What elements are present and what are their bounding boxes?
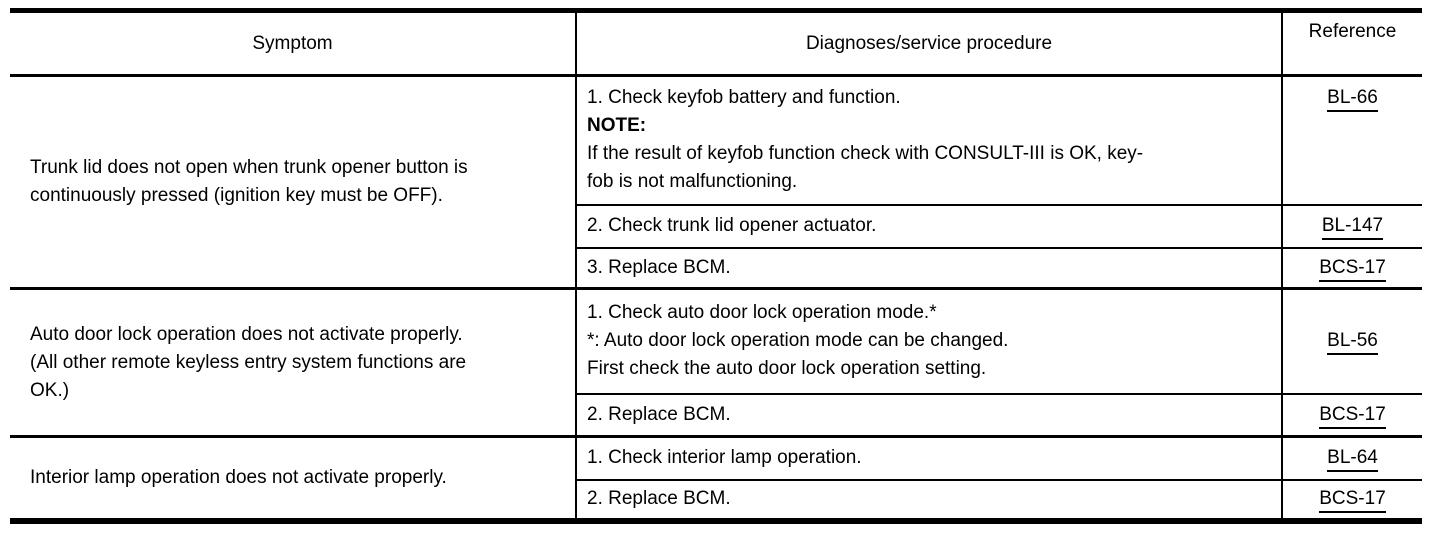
symptom-line: Auto door lock operation does not activa… <box>30 323 463 345</box>
procedure-line: 2. Replace BCM. <box>587 488 731 509</box>
procedure-cell: 1. Check keyfob battery and function. NOT… <box>575 74 1283 206</box>
procedure-cell: 2. Replace BCM. <box>575 478 1283 522</box>
table-row: Interior lamp operation does not activat… <box>10 435 1422 522</box>
table-row: 2. Replace BCM. BCS-17 <box>10 478 1422 522</box>
reference-cell: BCS-17 <box>1281 392 1422 438</box>
symptom-line: Trunk lid does not open when trunk opene… <box>30 157 468 178</box>
header-row: Symptom Diagnoses/service procedure Refe… <box>10 10 1422 77</box>
symptom-cell: Interior lamp operation does not activat… <box>10 435 577 522</box>
reference-link[interactable]: BL-64 <box>1327 447 1378 473</box>
manual-page: Symptom Diagnoses/service procedure Refe… <box>10 8 1422 524</box>
symptom-cell: Auto door lock operation does not activa… <box>10 287 577 438</box>
procedure-line: 3. Replace BCM. <box>587 256 731 278</box>
procedure-line: *: Auto door lock operation mode can be … <box>587 330 1009 352</box>
procedure-line: NOTE: <box>587 115 647 137</box>
procedure-line: 1. Check auto door lock operation mode.* <box>587 302 937 324</box>
reference-cell: BL-64 <box>1281 435 1422 481</box>
procedure-line: First check the auto door lock operation… <box>587 358 987 380</box>
column-header-reference: Reference <box>1281 10 1422 77</box>
reference-link[interactable]: BCS-17 <box>1319 257 1386 282</box>
symptom-line: Interior lamp operation does not activat… <box>30 466 447 488</box>
reference-link[interactable]: BCS-17 <box>1319 404 1386 429</box>
reference-cell: BCS-17 <box>1281 478 1422 522</box>
procedure-line: 1. Check keyfob battery and function. <box>587 87 901 109</box>
procedure-line: 1. Check interior lamp operation. <box>587 447 862 469</box>
symptom-cell: Trunk lid does not open when trunk opene… <box>10 74 577 290</box>
procedure-cell: 1. Check interior lamp operation. <box>575 435 1283 481</box>
procedure-line: 2. Replace BCM. <box>587 403 731 425</box>
table-row: 2. Replace BCM. BCS-17 <box>10 392 1422 438</box>
table-body: Trunk lid does not open when trunk opene… <box>10 74 1422 522</box>
procedure-cell: 2. Check trunk lid opener actuator. <box>575 203 1283 249</box>
procedure-line: 2. Check trunk lid opener actuator. <box>587 215 877 236</box>
procedure-cell: 1. Check auto door lock operation mode.*… <box>575 287 1283 395</box>
symptom-diagnosis-table: Symptom Diagnoses/service procedure Refe… <box>10 8 1422 524</box>
reference-cell: BCS-17 <box>1281 246 1422 290</box>
table-row: 2. Check trunk lid opener actuator. BL-14… <box>10 203 1422 249</box>
reference-link[interactable]: BCS-17 <box>1319 488 1386 513</box>
procedure-cell: 2. Replace BCM. <box>575 392 1283 438</box>
reference-link[interactable]: BL-147 <box>1321 215 1384 240</box>
procedure-line: If the result of keyfob function check w… <box>587 143 1144 165</box>
symptom-line: (All other remote keyless entry system f… <box>30 351 467 373</box>
symptom-line: continuously pressed (ignition key must … <box>30 185 443 206</box>
procedure-cell: 3. Replace BCM. <box>575 246 1283 290</box>
table-row: 3. Replace BCM. BCS-17 <box>10 246 1422 290</box>
symptom-line: OK.) <box>30 379 70 401</box>
table-row: Trunk lid does not open when trunk opene… <box>10 74 1422 290</box>
reference-cell: BL-147 <box>1281 203 1422 249</box>
reference-link[interactable]: BL-56 <box>1327 330 1378 356</box>
column-header-symptom: Symptom <box>10 10 577 77</box>
reference-cell: BL-56 <box>1281 287 1422 395</box>
reference-link[interactable]: BL-66 <box>1327 87 1378 112</box>
table-row: Auto door lock operation does not activa… <box>10 287 1422 438</box>
column-header-procedure: Diagnoses/service procedure <box>575 10 1283 77</box>
reference-cell: BL-66 <box>1281 74 1422 206</box>
procedure-line: fob is not malfunctioning. <box>587 171 798 193</box>
